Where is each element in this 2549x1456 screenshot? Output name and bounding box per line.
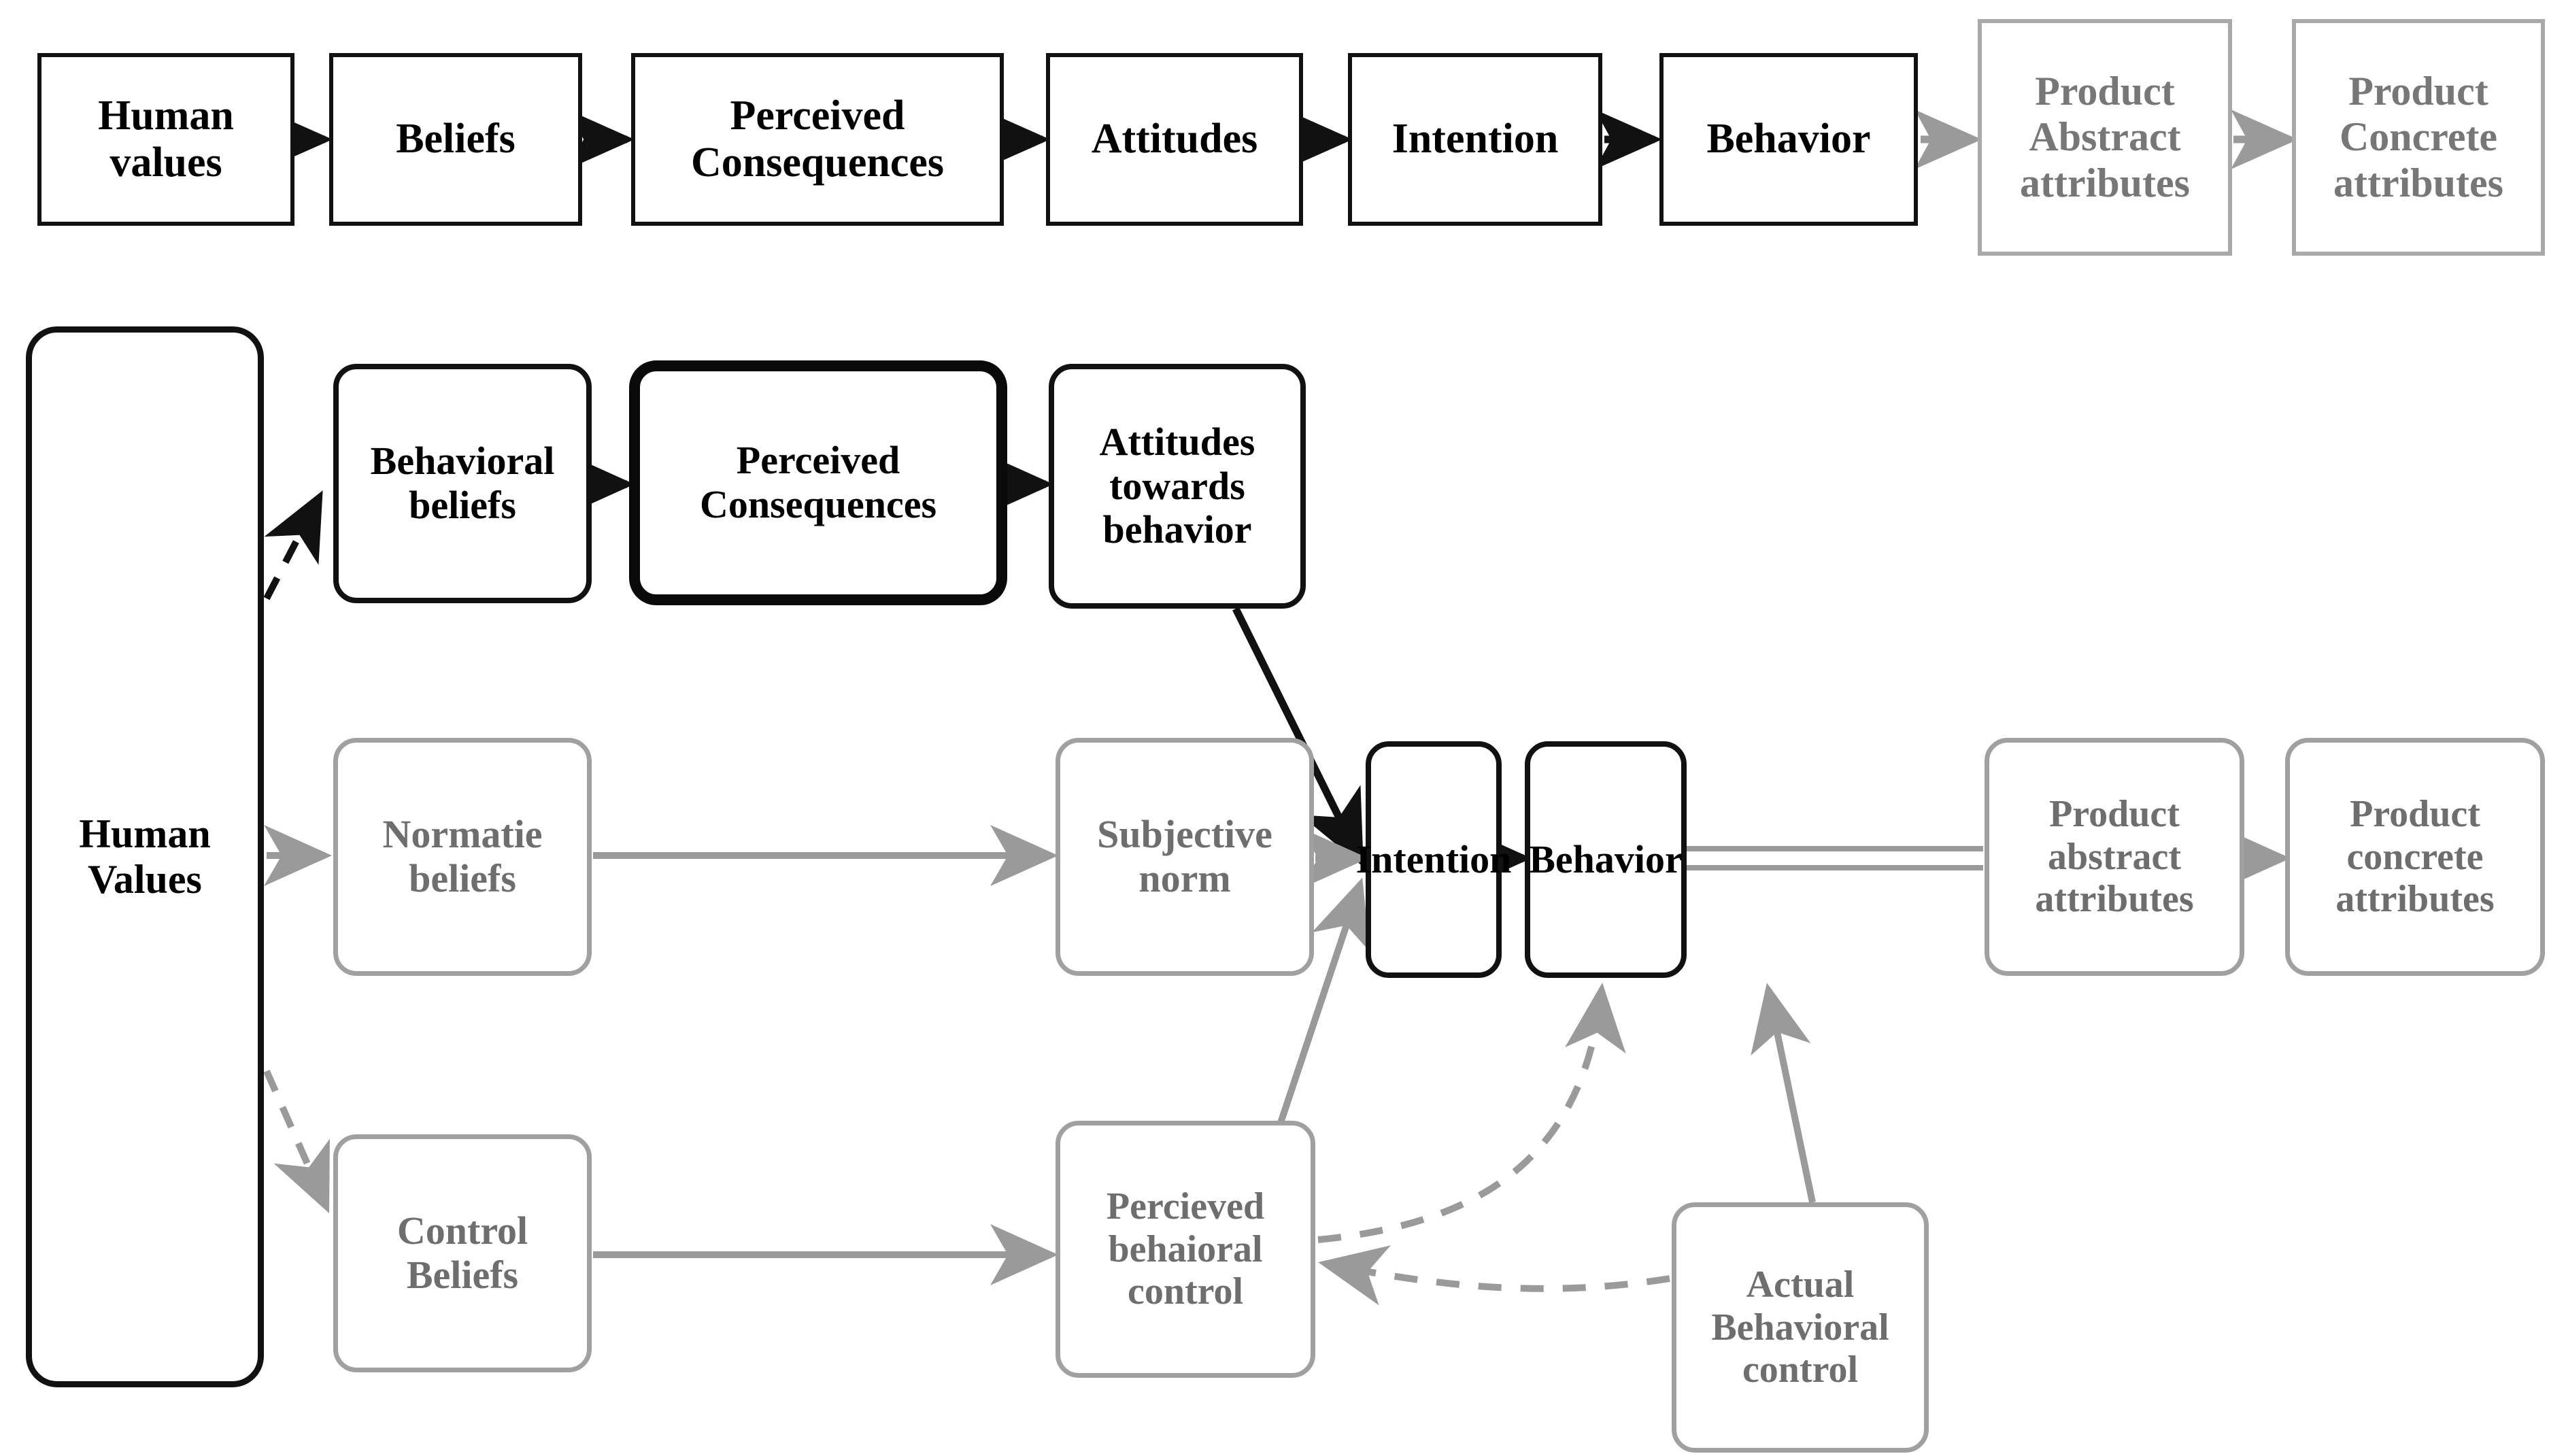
node-behavior-label: Behavior [1529,836,1683,881]
top-node-attitudes-label: Attitudes [1091,116,1258,163]
main-model-connectors [263,450,2291,1306]
top-node-attitudes[interactable]: Attitudes [1046,53,1303,226]
node-behavior[interactable]: Behavior [1525,741,1687,978]
connector-perceivedbehavioralcontrol-behavior [1317,983,1626,1243]
node-intention-label: Intention [1355,836,1512,881]
node-intention[interactable]: Intention [1356,741,1511,978]
top-node-beliefs[interactable]: Beliefs [329,53,582,226]
connector-actualbehavioralcontrol-perceivedbehavioralcontrol [1318,1245,1670,1306]
top-node-intention-label: Intention [1391,116,1559,163]
top-node-behavior[interactable]: Behavior [1659,53,1918,226]
top-node-beliefs-label: Beliefs [396,116,516,163]
connector-perceivedbehavioralcontrol-intention [1275,877,1370,1130]
top-node-behavior-label: Behavior [1706,116,1871,163]
connector-humanvalues-behavioralbeliefs [263,490,323,600]
connector-humanvalues-controlbeliefs [263,1069,330,1214]
top-node-intention[interactable]: Intention [1348,53,1602,226]
connector-actualbehavioralcontrol-behavior [1751,983,1816,1204]
connector-attitudes-intention [1232,607,1364,867]
